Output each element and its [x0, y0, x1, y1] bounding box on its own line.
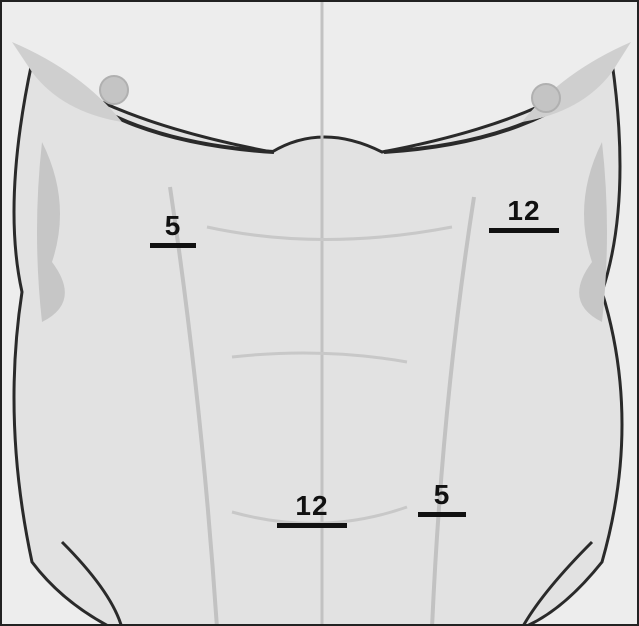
incision-bar [489, 228, 559, 233]
incision-size-label: 5 [165, 212, 182, 240]
incision-bar [277, 523, 347, 528]
incision-marker-right-chest: 12 [489, 197, 559, 233]
left-nipple [100, 76, 128, 104]
incision-size-label: 12 [295, 492, 328, 520]
incision-bar [418, 512, 466, 517]
incision-size-label: 12 [507, 197, 540, 225]
incision-bar [150, 243, 196, 248]
right-nipple [532, 84, 560, 112]
incision-marker-right-lower: 5 [418, 481, 466, 517]
torso-outline [14, 62, 622, 626]
incision-marker-left-chest: 5 [150, 212, 196, 248]
incision-size-label: 5 [434, 481, 451, 509]
incision-marker-center-lower: 12 [277, 492, 347, 528]
